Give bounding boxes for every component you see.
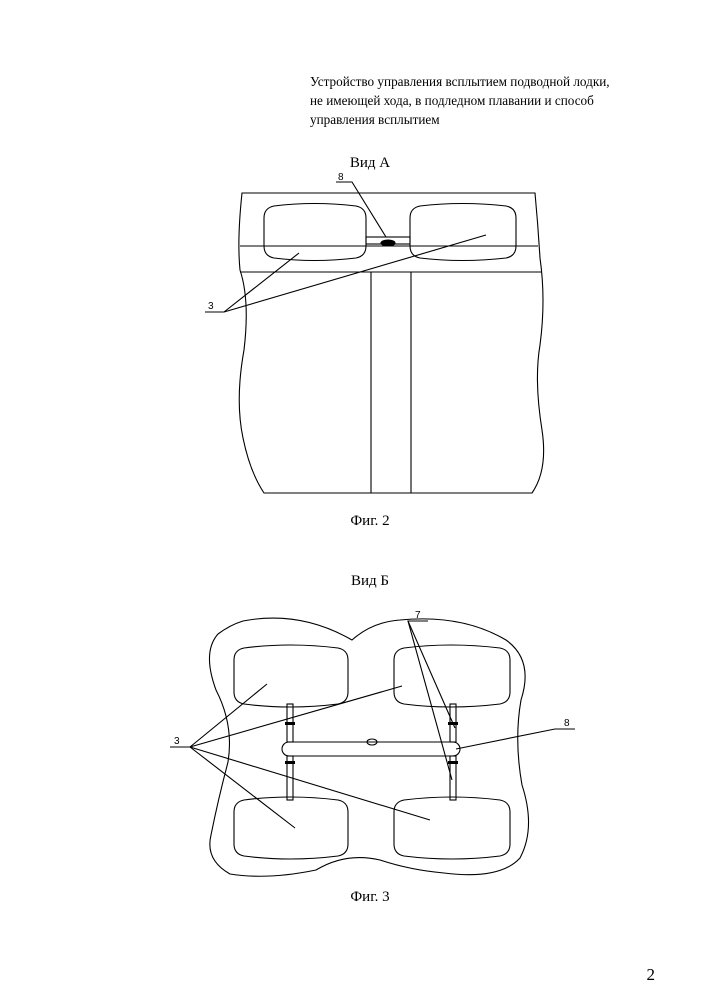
leader-7 [408,621,455,728]
float-top-right [394,645,510,707]
leader-3-fig3-d [190,747,430,820]
hull-outline [239,193,544,493]
float-left [264,204,366,261]
label-8-fig2: 8 [338,172,344,183]
leader-8-fig3 [456,729,575,749]
figure-2-drawing [205,182,544,493]
label-7-fig3: 7 [415,610,421,621]
leader-3-fig3 [170,684,267,747]
label-3-fig2: 3 [208,301,214,312]
float-bottom-left [234,797,348,859]
clamp [285,761,295,764]
label-8-fig3: 8 [564,718,570,729]
figure-3-drawing [170,618,575,876]
leader-8 [336,182,386,237]
leader-3 [205,253,299,312]
float-right [410,204,516,261]
leader-3-fig3-c [190,747,295,828]
clamp [448,761,458,764]
clamp [285,722,295,725]
hull-plan-outline [209,618,528,876]
float-bottom-right [394,797,510,859]
label-3-fig3: 3 [174,736,180,747]
tube-valve [381,240,395,246]
central-tube [282,742,460,756]
page-number: 2 [647,965,656,985]
leader-3-fig3-b [190,686,402,747]
